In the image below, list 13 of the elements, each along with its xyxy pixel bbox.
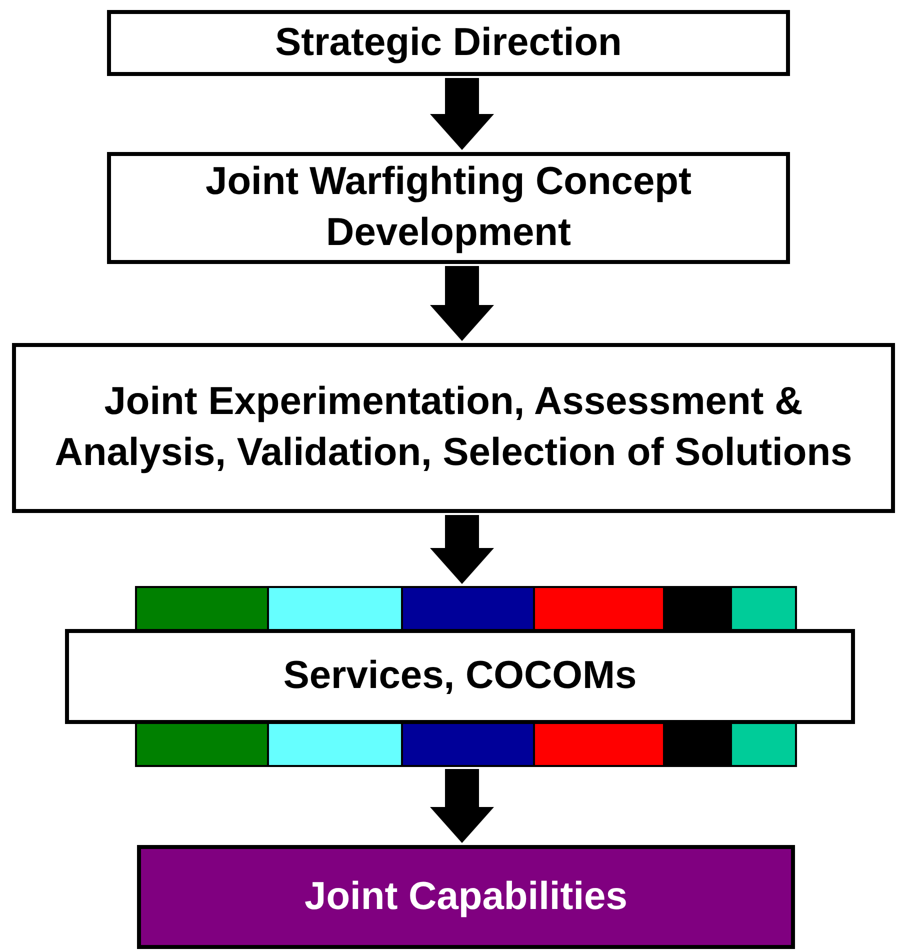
process-box [107, 10, 790, 76]
box-label: Joint Warfighting Concept Development [204, 159, 692, 256]
process-box [107, 152, 790, 264]
block-arrow [430, 266, 494, 341]
box-label: Joint Capabilities [304, 874, 628, 920]
process-box [12, 343, 895, 513]
block-arrow [430, 769, 494, 843]
box-label: Services, COCOMs [283, 653, 637, 700]
box-label: Joint Experimentation, Assessment & Analysis, Validation, Selection of Solutions [54, 379, 854, 476]
box-label: Strategic Direction [275, 20, 622, 66]
block-arrow [430, 515, 494, 584]
block-arrow [430, 78, 494, 150]
process-box [137, 845, 795, 949]
